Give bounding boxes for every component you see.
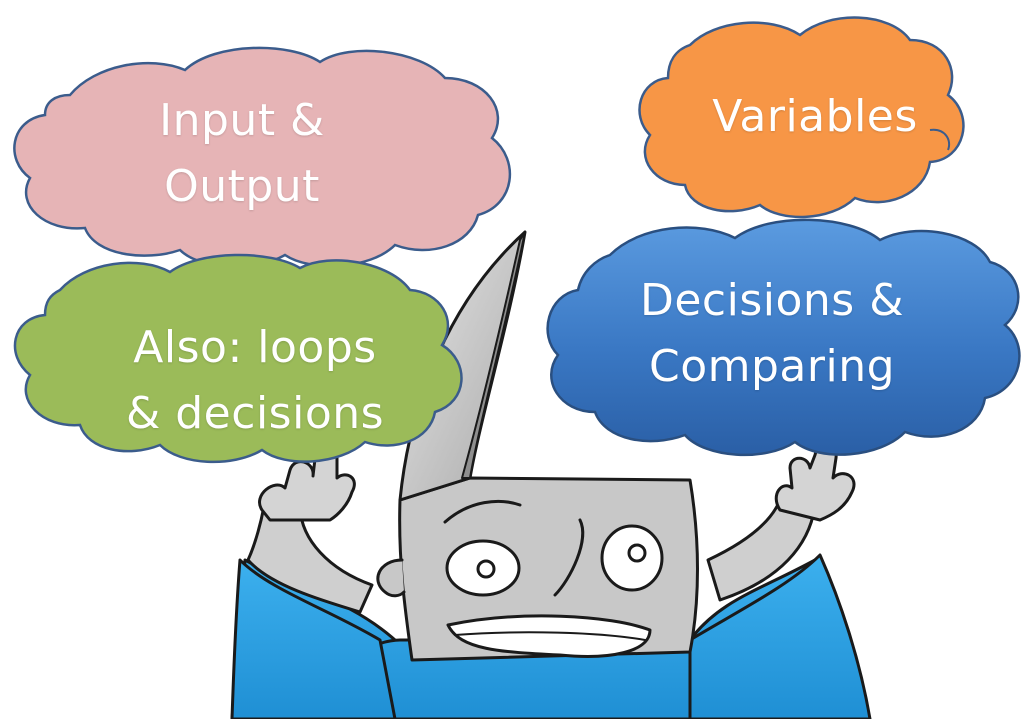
cloud-decisions	[546, 218, 1021, 457]
eyebrow	[443, 499, 522, 524]
cloud-decisions-line2: Comparing	[648, 341, 896, 392]
cloud-loops-label: Also: loops & decisions	[126, 315, 384, 447]
left-pupil	[476, 559, 496, 579]
head-lid-edge	[461, 231, 526, 479]
teeth-line	[454, 631, 646, 641]
right-sleeve	[688, 553, 872, 719]
cloud-input-output-label: Input & Output	[159, 88, 325, 220]
mouth	[446, 614, 652, 658]
left-sleeve	[230, 558, 397, 719]
nose	[553, 518, 585, 597]
cloud-variables-line1: Variables	[712, 91, 918, 142]
ear	[376, 558, 406, 598]
cloud-variables-puff	[929, 128, 950, 151]
cloud-variables-label: Variables	[712, 84, 918, 150]
cloud-decisions-line1: Decisions &	[639, 275, 905, 326]
right-pupil	[627, 543, 647, 563]
cloud-loops	[13, 253, 463, 464]
right-hand	[774, 443, 856, 522]
cloud-input-output	[13, 46, 512, 268]
cloud-input-output-line1: Input &	[159, 95, 325, 146]
cloud-loops-line2: & decisions	[125, 388, 385, 439]
cloud-variables	[638, 16, 965, 219]
left-arm	[246, 498, 374, 614]
cloud-decisions-label: Decisions & Comparing	[640, 268, 904, 400]
cartoon-figure	[230, 230, 872, 719]
cloud-loops-line1: Also: loops	[133, 322, 377, 373]
cloud-input-output-line2: Output	[164, 161, 320, 212]
